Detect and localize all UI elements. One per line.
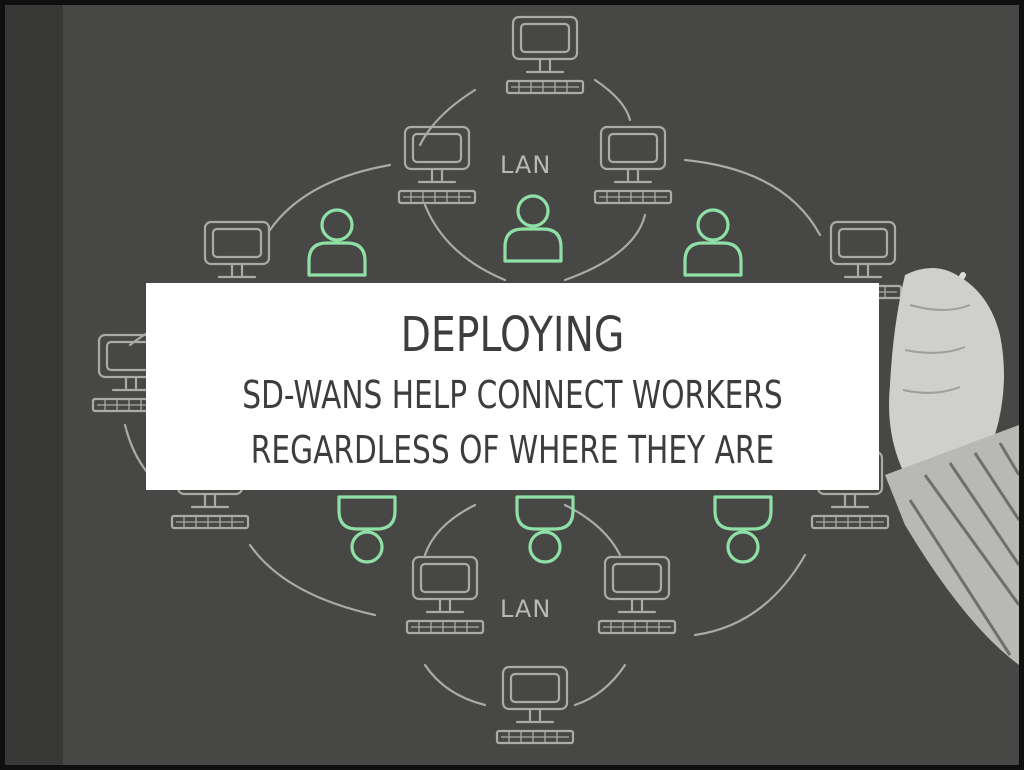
hand-with-marker-illustration xyxy=(885,267,1019,665)
person-icon xyxy=(307,208,367,277)
subtitle-line-2: REGARDLESS OF WHERE THEY ARE xyxy=(250,428,775,472)
subtitle-line-1: SD-WANS HELP CONNECT WORKERS xyxy=(242,373,783,417)
title-banner: DEPLOYING SD-WANS HELP CONNECT WORKERS R… xyxy=(146,283,879,490)
outer-ring-link xyxy=(268,163,392,232)
computer-icon xyxy=(495,665,575,745)
network-sketch-illustration: LAN LAN xyxy=(5,5,1019,765)
person-icon xyxy=(713,495,773,564)
page-title: DEPLOYING xyxy=(400,307,625,363)
person-icon xyxy=(337,495,397,564)
bottom-ring-link xyxy=(573,663,627,707)
person-icon xyxy=(683,208,743,277)
top-ring-link xyxy=(423,203,507,282)
top-ring-link xyxy=(418,88,477,147)
bottom-ring-link xyxy=(423,503,477,557)
outer-ring-link xyxy=(683,158,822,237)
top-ring-link xyxy=(593,78,632,122)
computer-icon xyxy=(597,555,677,635)
computer-icon xyxy=(397,125,477,205)
bottom-ring-link xyxy=(423,663,487,707)
outer-ring-link xyxy=(248,543,377,617)
top-ring-link xyxy=(563,213,647,282)
person-icon xyxy=(503,194,563,263)
lan-label-bottom: LAN xyxy=(500,595,551,623)
lan-label-top: LAN xyxy=(500,151,551,179)
computer-icon xyxy=(405,555,485,635)
computer-icon xyxy=(505,15,585,95)
person-icon xyxy=(515,495,575,564)
outer-ring-link xyxy=(693,553,807,637)
computer-icon xyxy=(593,125,673,205)
